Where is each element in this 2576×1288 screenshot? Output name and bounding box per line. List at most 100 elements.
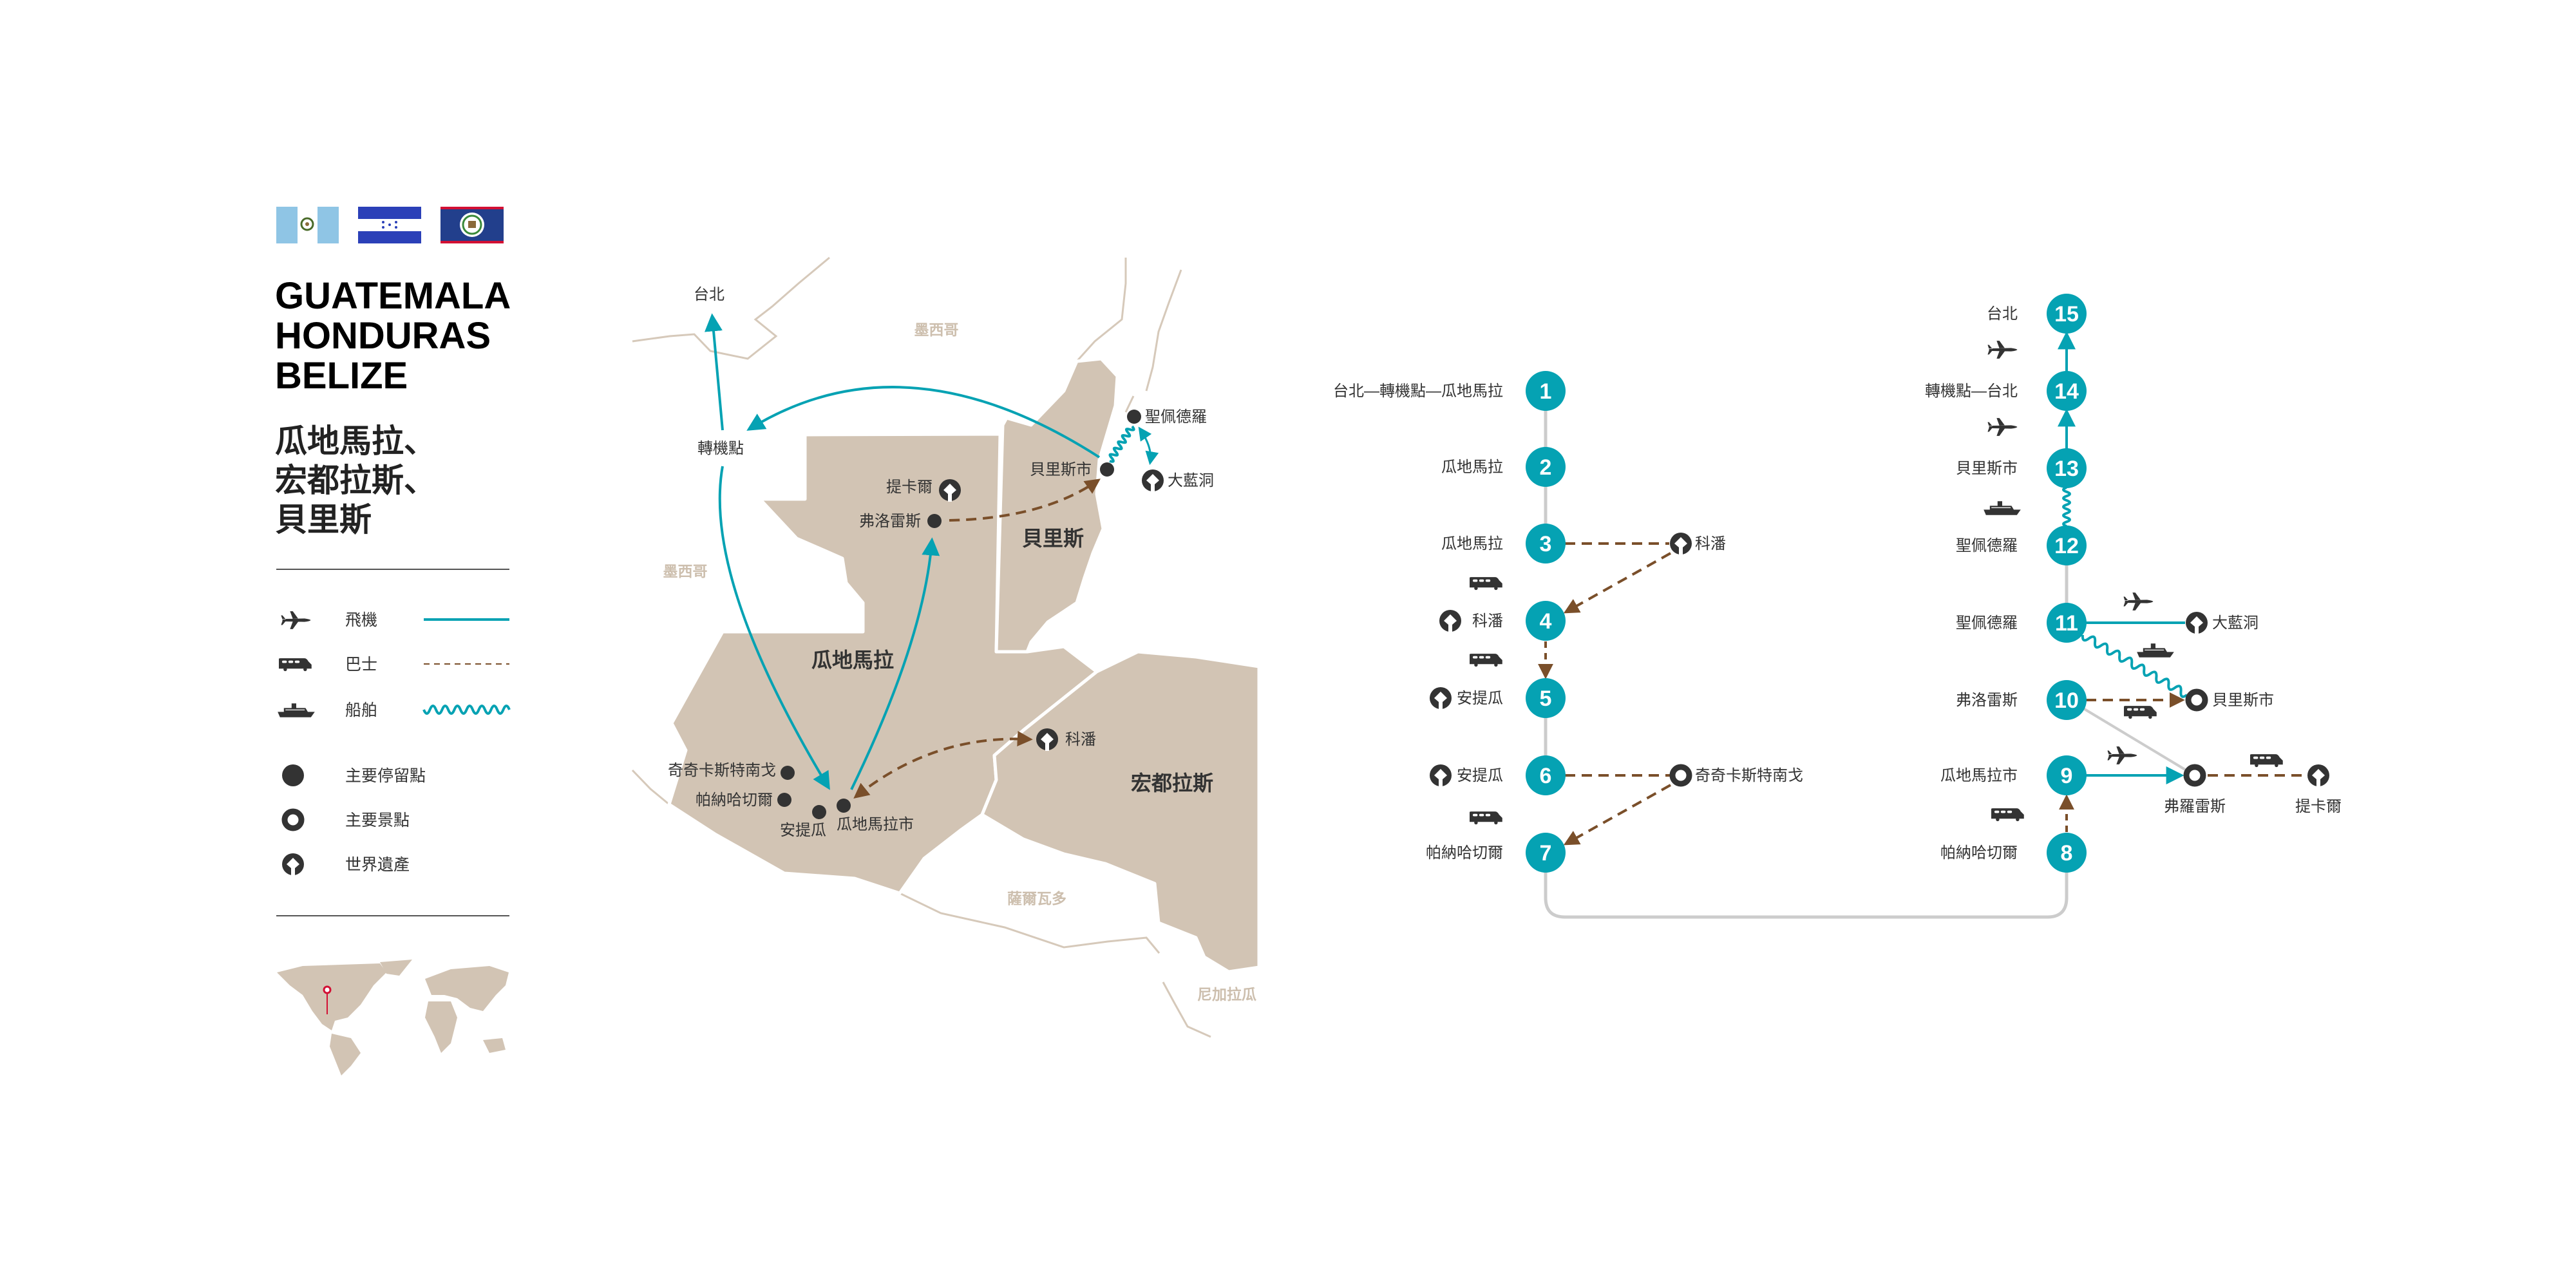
- day-node-circle: [1526, 371, 1566, 411]
- day-label: 轉機點—台北: [1925, 383, 2018, 400]
- map-label-chichicastenango: 奇奇卡斯特南戈: [668, 762, 776, 779]
- branch-label-blue-hole: 大藍洞: [2212, 614, 2259, 632]
- bus-icon: [1470, 654, 1502, 667]
- blue-hole-heritage-icon: [1142, 469, 1164, 492]
- day-node: 9 瓜地馬拉市: [1940, 755, 2087, 795]
- ship-icon: [1983, 500, 2022, 516]
- bus-icon: [279, 658, 312, 672]
- itinerary: 科潘 奇奇卡斯特南戈 大藍洞 貝里斯市 弗羅雷斯 提卡爾 1台北—轉機點—瓜地馬…: [1333, 294, 2342, 919]
- day-number: 11: [2055, 611, 2078, 636]
- day-node-circle: [2047, 755, 2087, 795]
- day-node-circle: [2047, 371, 2087, 411]
- legend-label: 船舶: [345, 701, 377, 719]
- flores-ring-icon: [2186, 767, 2203, 784]
- dot-icon: [282, 764, 304, 786]
- title-zh-line: 宏都拉斯、: [275, 462, 436, 498]
- ship-line-sample: [422, 705, 511, 715]
- map-label-mexico: 墨西哥: [663, 563, 708, 580]
- map-label-el-salvador: 薩爾瓦多: [1007, 890, 1066, 907]
- flores-dot: [927, 514, 942, 528]
- day-label: 台北—轉機點—瓜地馬拉: [1333, 383, 1503, 400]
- day-label: 聖佩德羅: [1956, 614, 2018, 632]
- legend-label: 飛機: [345, 611, 377, 629]
- antigua-dot: [812, 805, 826, 819]
- day-label: 帕納哈切爾: [1940, 844, 2018, 862]
- day-node: 14 轉機點—台北: [1925, 371, 2087, 411]
- bus-icon: [2124, 706, 2157, 719]
- bus-route: [1563, 784, 1671, 846]
- heritage-icon: [1430, 687, 1452, 710]
- bus-route-flores-to-belize-city: [949, 478, 1101, 522]
- plane-icon: [1987, 341, 2018, 359]
- day-label: 瓜地馬拉: [1441, 459, 1503, 476]
- tikal-heritage-icon: [2307, 764, 2329, 787]
- title-en-line: BELIZE: [275, 355, 408, 397]
- day-number: 5: [1540, 687, 1552, 711]
- map-label-mexico: 墨西哥: [914, 321, 959, 338]
- day-number: 10: [2054, 688, 2079, 713]
- map-label-honduras: 宏都拉斯: [1131, 772, 1213, 795]
- day-label: 瓜地馬拉: [1441, 535, 1503, 553]
- heritage-icon: [1439, 610, 1461, 632]
- branch-label-tikal: 提卡爾: [2295, 798, 2342, 815]
- day-node: 10 弗洛雷斯: [1956, 680, 2087, 720]
- branch-label-belize-city: 貝里斯市: [2212, 692, 2274, 709]
- flight-route-transfer-to-guatemala-city: [718, 466, 830, 790]
- day-node-circle: [1526, 678, 1566, 718]
- day-label: 科潘: [1472, 612, 1503, 630]
- day-number: 3: [1540, 532, 1552, 556]
- day-number: 4: [1540, 609, 1552, 634]
- san-pedro-dot: [1127, 410, 1141, 424]
- title-en: GUATEMALA HONDURAS BELIZE: [275, 275, 511, 397]
- day-label: 瓜地馬拉市: [1940, 767, 2018, 784]
- belize-flag: [440, 207, 504, 243]
- day-number: 1: [1540, 379, 1552, 404]
- day-number: 14: [2054, 379, 2079, 404]
- heritage-icon: [282, 853, 304, 876]
- day-number: 9: [2061, 764, 2073, 788]
- day-node-circle: [1526, 447, 1566, 487]
- ship-icon: [277, 703, 316, 718]
- legend-label: 世界遺產: [345, 856, 410, 874]
- legend-label: 巴士: [345, 656, 377, 674]
- day-label: 弗洛雷斯: [1956, 692, 2018, 709]
- guatemala-city-dot: [837, 799, 851, 813]
- connector: [2082, 707, 2186, 771]
- map-label-tikal: 提卡爾: [886, 478, 933, 496]
- north-america-shape: [277, 963, 386, 1030]
- coastlines: [631, 256, 1211, 1038]
- map-label-nicaragua: 尼加拉瓜: [1197, 986, 1256, 1003]
- day-label: 帕納哈切爾: [1426, 844, 1503, 862]
- map-label-transfer: 轉機點: [697, 440, 744, 457]
- honduras-flag: [358, 207, 421, 243]
- title-en-line: GUATEMALA: [275, 275, 511, 317]
- copan-heritage-icon: [1670, 533, 1692, 555]
- day-number: 6: [1540, 764, 1552, 788]
- title-en-line: HONDURAS: [275, 315, 491, 357]
- day-node-circle: [1526, 755, 1566, 795]
- plane-icon: [2107, 746, 2137, 764]
- australia-shape: [483, 1038, 506, 1053]
- map-label-blue-hole: 大藍洞: [1168, 472, 1214, 489]
- day-node-circle: [2047, 603, 2087, 643]
- blue-hole-heritage-icon: [2186, 612, 2208, 634]
- guatemala-flag: [276, 207, 339, 243]
- belize-city-ring-icon: [2188, 692, 2205, 708]
- map-label-copan: 科潘: [1065, 731, 1096, 748]
- route-san-pedro-blue-hole: [1138, 426, 1159, 466]
- belize-city-dot: [1100, 462, 1114, 477]
- map-label-belize-city: 貝里斯市: [1030, 461, 1092, 478]
- map-label-flores: 弗洛雷斯: [859, 513, 921, 530]
- day-node: 3 瓜地馬拉: [1441, 524, 1566, 564]
- title-zh-line: 貝里斯: [275, 502, 372, 538]
- eurasia-shape: [425, 966, 509, 1011]
- ship-icon: [2136, 643, 2175, 658]
- bus-icon: [1991, 808, 2024, 822]
- day-label: 聖佩德羅: [1956, 537, 2018, 554]
- day-label: 台北: [1987, 305, 2018, 323]
- panajachel-dot: [777, 793, 791, 807]
